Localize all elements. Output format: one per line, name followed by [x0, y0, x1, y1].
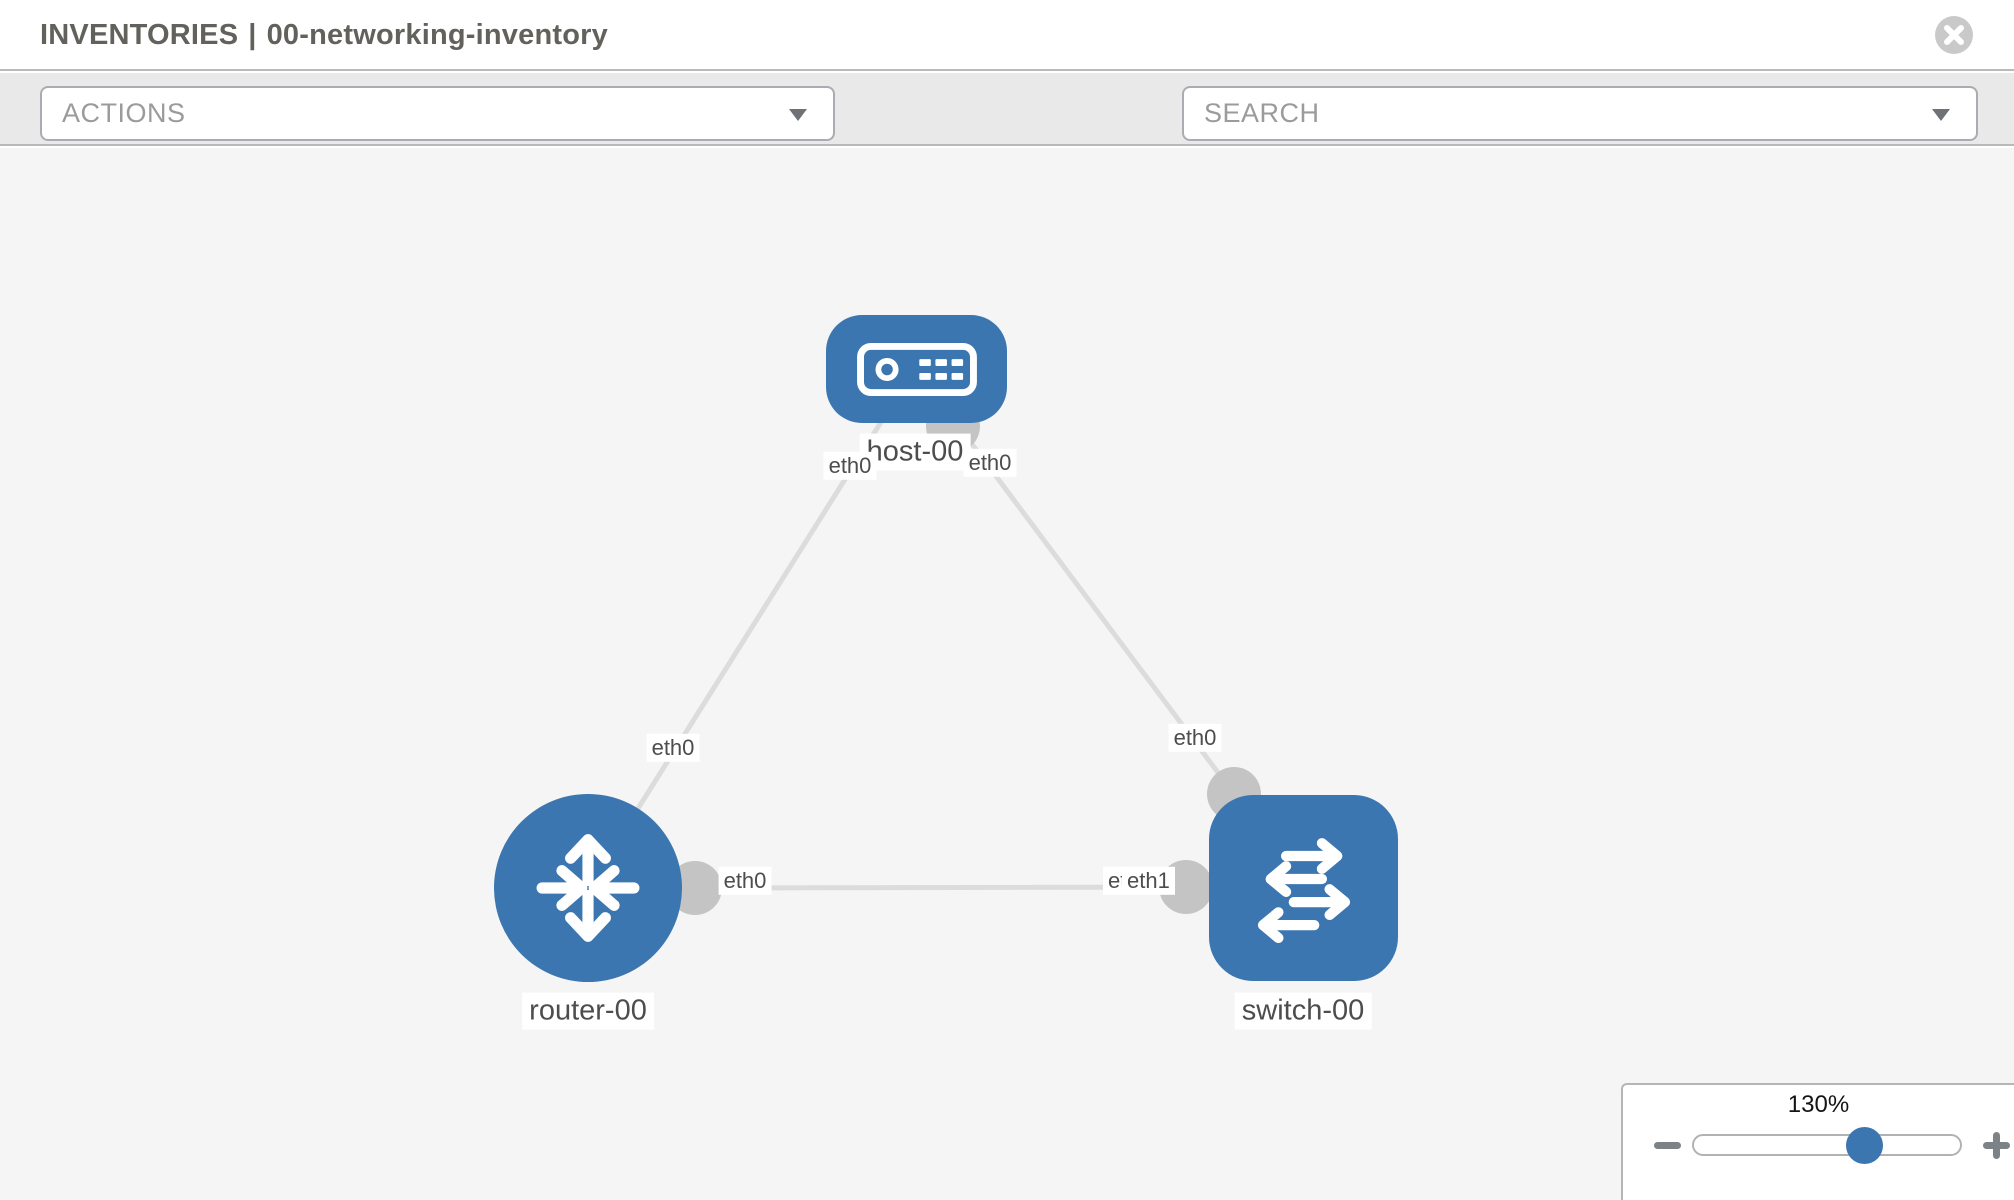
zoom-percent-label: 130%: [1787, 1091, 1850, 1118]
zoom-slider-handle[interactable]: [1846, 1127, 1883, 1164]
iface-label-host-eth0-right: eth0: [963, 448, 1017, 478]
node-label-switch: switch-00: [1234, 992, 1372, 1030]
switch-icon: [1257, 838, 1350, 944]
iface-label-router-eth0: eth0: [718, 866, 772, 896]
iface-label-switch-eth0: eth0: [1168, 723, 1222, 753]
node-switch-00[interactable]: [1209, 795, 1398, 981]
port-router-eth0[interactable]: [668, 861, 722, 915]
topology-canvas[interactable]: host-00 router-00 switch-00 eth0 eth0 et…: [0, 148, 2014, 1200]
router-icon: [536, 834, 640, 942]
header: INVENTORIES | 00-networking-inventory: [0, 0, 2014, 71]
search-dropdown-label: SEARCH: [1204, 98, 1320, 128]
chevron-down-icon: [789, 108, 807, 121]
iface-label-switch-eth1: eth1: [1122, 866, 1175, 896]
node-router-00[interactable]: [494, 794, 682, 982]
close-icon: [1935, 16, 1973, 54]
zoom-panel: 130%: [1621, 1083, 2014, 1200]
links-layer: [585, 366, 1261, 915]
actions-dropdown-label: ACTIONS: [62, 98, 186, 128]
iface-label-host-eth0-left: eth0: [823, 451, 877, 481]
close-button[interactable]: [1934, 15, 1974, 55]
node-label-router: router-00: [522, 992, 654, 1030]
page-title-section: INVENTORIES: [40, 19, 239, 51]
iface-label-router-host-eth0: eth0: [646, 733, 700, 763]
zoom-slider-track[interactable]: [1692, 1134, 1962, 1156]
node-host-00[interactable]: [826, 315, 1007, 423]
zoom-out-button[interactable]: [1654, 1142, 1681, 1149]
page-title-separator: |: [248, 19, 257, 51]
actions-dropdown[interactable]: ACTIONS: [40, 86, 835, 141]
node-label-host: host-00: [859, 433, 971, 471]
page-title-inventory-name: 00-networking-inventory: [266, 19, 608, 51]
zoom-in-button[interactable]: [1983, 1132, 2010, 1159]
chevron-down-icon: [1932, 108, 1950, 121]
page-title: INVENTORIES | 00-networking-inventory: [40, 0, 608, 71]
search-dropdown[interactable]: SEARCH: [1182, 86, 1978, 141]
toolbar: ACTIONS SEARCH: [0, 73, 2014, 211]
plus-icon: [1993, 1132, 2000, 1159]
host-icon: [856, 342, 977, 396]
